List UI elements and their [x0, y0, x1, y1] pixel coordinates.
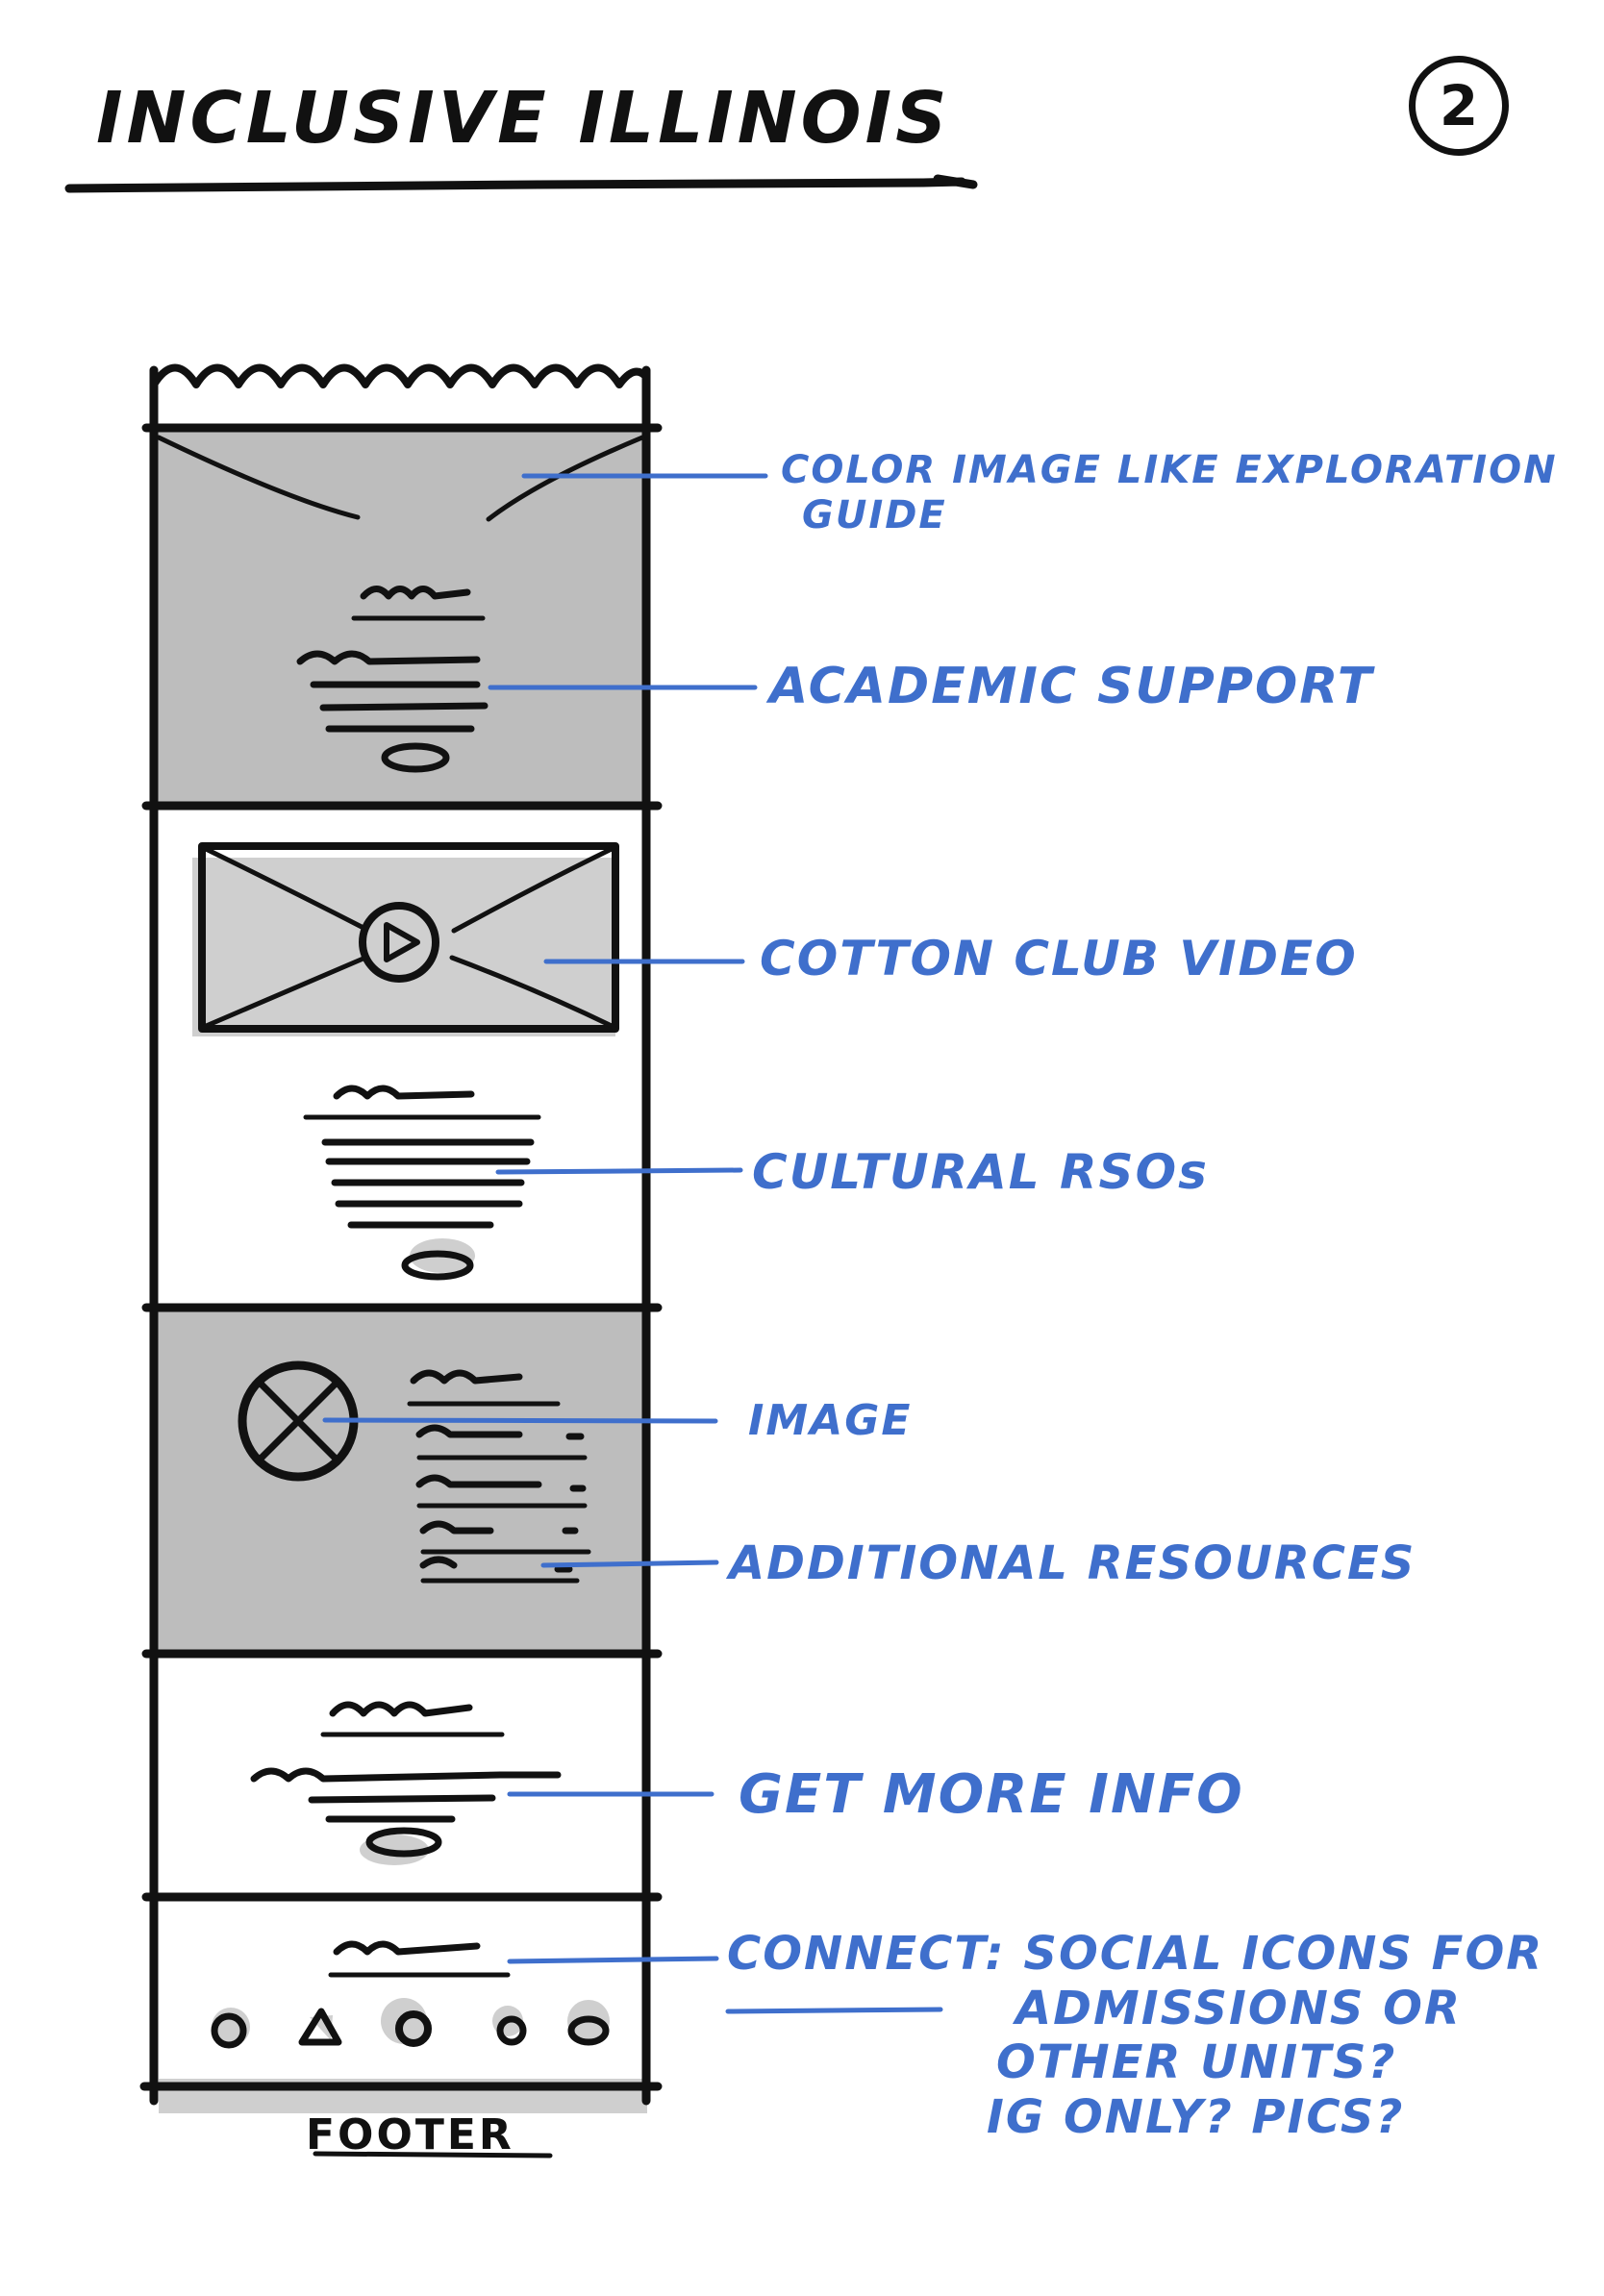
annotation-line: IMAGE: [748, 1396, 913, 1445]
title-underline: [64, 174, 978, 193]
hero-image-curves: [156, 435, 645, 522]
video-x-lines: [201, 845, 616, 1030]
hero-button: [381, 742, 450, 773]
annotation-additional-resources: ADDITIONAL RESOURCES: [729, 1536, 1416, 1591]
video-text-lines: [303, 1085, 541, 1229]
annotation-line: COLOR IMAGE LIKE EXPLORATION: [781, 448, 1558, 492]
page-number-badge: 2: [1409, 56, 1509, 156]
video-button: [401, 1250, 474, 1281]
annotation-line: ACADEMIC SUPPORT: [769, 658, 1374, 715]
page-number: 2: [1439, 73, 1479, 138]
footer-underline: [313, 2151, 553, 2159]
annotation-connect: CONNECT: SOCIAL ICONS FOR ADMISSIONS OR …: [727, 1927, 1543, 2145]
annotation-cotton-club: COTTON CLUB VIDEO: [760, 931, 1358, 987]
annotation-line: ADDITIONAL RESOURCES: [729, 1536, 1416, 1590]
footer-label: FOOTER: [306, 2110, 514, 2159]
annotation-line: COTTON CLUB VIDEO: [760, 931, 1358, 986]
info-button-shadow: [360, 1834, 429, 1865]
annotation-line: OTHER UNITS?: [996, 2035, 1397, 2090]
info-text-lines: [250, 1701, 562, 1823]
play-button-icon: [359, 902, 439, 983]
annotation-get-more-info: GET MORE INFO: [739, 1763, 1244, 1827]
annotation-line: CULTURAL RSOs: [752, 1144, 1209, 1200]
annotation-line: ADMISSIONS OR: [1015, 1981, 1462, 2035]
annotation-line: CONNECT: SOCIAL ICONS FOR: [727, 1927, 1544, 1981]
page-title: INCLUSIVE ILLINOIS: [96, 77, 951, 160]
annotation-line: GUIDE: [802, 493, 947, 538]
play-triangle-icon: [384, 922, 420, 962]
resources-text-lines: [407, 1369, 591, 1584]
annotation-academic-support: ACADEMIC SUPPORT: [769, 658, 1373, 716]
round-image-x: [258, 1381, 338, 1461]
annotation-line: IG ONLY? PICS?: [987, 2089, 1405, 2144]
annotation-cultural-rsos: CULTURAL RSOs: [752, 1144, 1209, 1201]
info-button: [365, 1827, 442, 1858]
annotation-color-image: COLOR IMAGE LIKE EXPLORATION GUIDE: [781, 448, 1558, 538]
wavy-edge: [150, 363, 650, 388]
resources-shade: [156, 1308, 646, 1654]
social-icons: [211, 1998, 610, 2049]
annotation-leaders: [322, 473, 943, 2014]
connect-text-lines: [328, 1940, 511, 1978]
annotation-line: GET MORE INFO: [739, 1763, 1244, 1826]
video-placeholder: [198, 842, 619, 1033]
annotation-image: IMAGE: [748, 1396, 912, 1446]
hero-text-lines: [296, 586, 489, 733]
section-dividers: [139, 423, 663, 2091]
